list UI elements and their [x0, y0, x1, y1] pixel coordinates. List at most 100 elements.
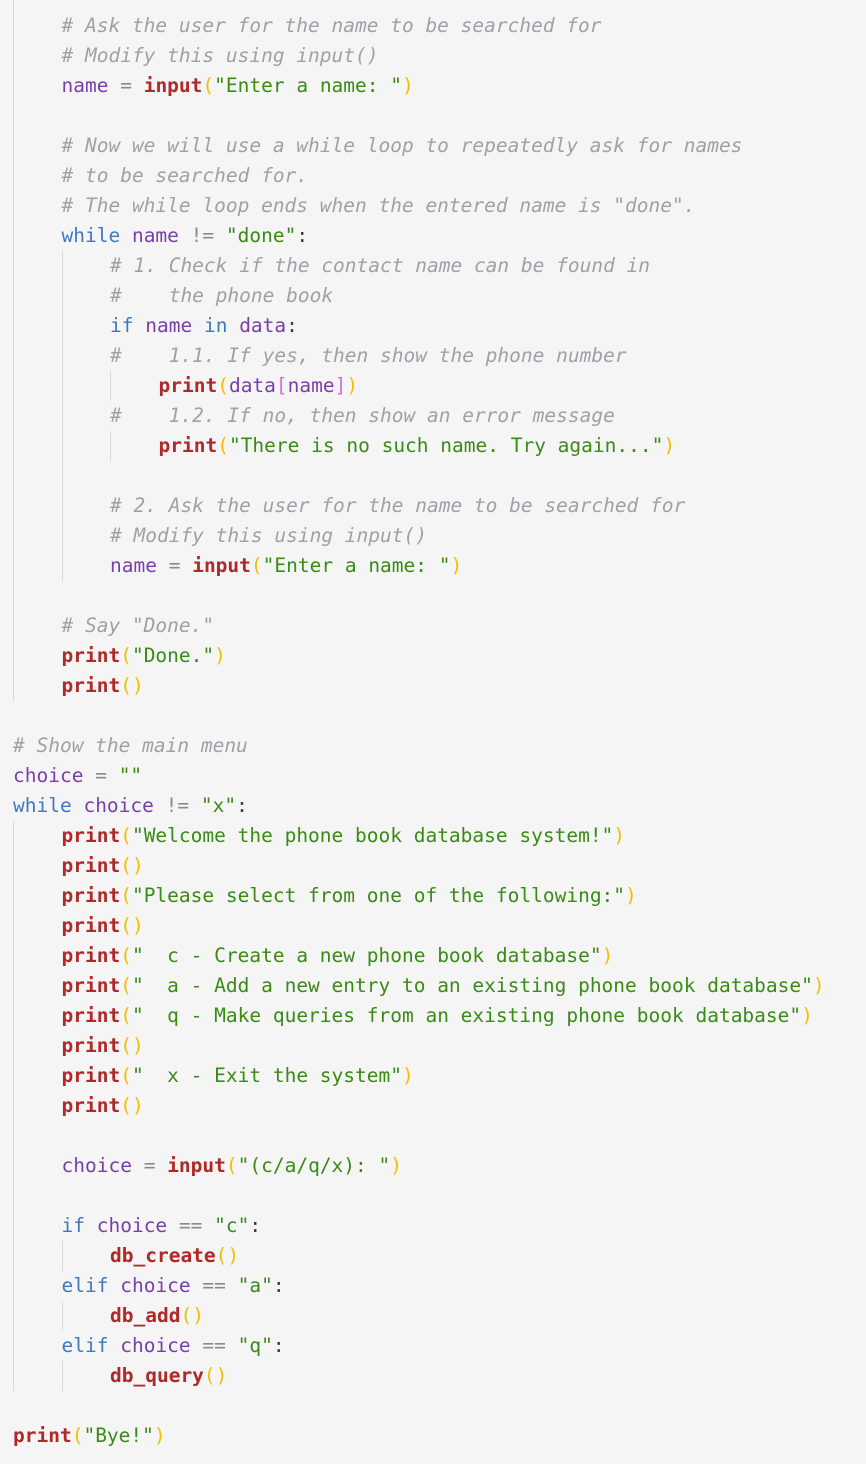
- token-operator: ==: [190, 1274, 238, 1297]
- token-string-literal: "c": [214, 1214, 250, 1237]
- token-paren: (): [120, 1094, 144, 1117]
- code-line[interactable]: print(" a - Add a new entry to an existi…: [62, 971, 825, 1001]
- code-line[interactable]: print(): [62, 851, 144, 881]
- token-identifier: choice: [96, 1214, 168, 1237]
- token-identifier: choice: [61, 1154, 132, 1177]
- code-line[interactable]: if choice == "c":: [62, 1211, 262, 1241]
- token-comment: # Show the main menu: [13, 734, 248, 757]
- code-line[interactable]: # Ask the user for the name to be search…: [62, 11, 602, 41]
- code-line[interactable]: print(): [62, 1091, 144, 1121]
- token-paren: (): [120, 674, 144, 697]
- indent-guide: [61, 1301, 63, 1331]
- code-line[interactable]: # to be searched for.: [62, 161, 309, 191]
- token-comment: # The while loop ends when the entered n…: [61, 194, 696, 217]
- token-paren: (): [120, 914, 144, 937]
- indent-guide: [13, 821, 14, 1391]
- code-line[interactable]: # Say "Done.": [62, 611, 215, 641]
- code-line[interactable]: print(" q - Make queries from an existin…: [62, 1001, 813, 1031]
- token-keyword: if: [110, 314, 134, 337]
- token-string-literal: "Enter a name: ": [262, 554, 451, 577]
- token-paren: ): [401, 1064, 414, 1087]
- code-line[interactable]: while choice != "x":: [13, 791, 248, 821]
- code-line[interactable]: print(data[name]): [159, 371, 359, 401]
- code-line[interactable]: choice = "": [13, 761, 142, 791]
- token-keyword: elif: [61, 1334, 109, 1357]
- code-line[interactable]: # the phone book: [110, 281, 333, 311]
- token-punctuation: :: [272, 1334, 285, 1357]
- token-function-name: db_query: [110, 1364, 204, 1387]
- token-paren: (: [217, 434, 229, 457]
- token-comment: # Ask the user for the name to be search…: [61, 14, 602, 37]
- code-line[interactable]: if name in data:: [110, 311, 298, 341]
- token-paren: (: [120, 944, 132, 967]
- token-string-literal: "done": [225, 224, 297, 247]
- code-line[interactable]: # Modify this using input(): [62, 41, 379, 71]
- token-function-name: input: [167, 1154, 226, 1177]
- code-line[interactable]: print(): [62, 1031, 144, 1061]
- code-line[interactable]: print(): [62, 911, 144, 941]
- token-paren: (: [120, 1064, 132, 1087]
- code-line[interactable]: print(" c - Create a new phone book data…: [62, 941, 614, 971]
- token-paren: (: [225, 1154, 238, 1177]
- token-string-literal: " q - Make queries from an existing phon…: [131, 1004, 802, 1027]
- token-operator: ==: [190, 1334, 238, 1357]
- code-line[interactable]: db_add(): [110, 1301, 204, 1331]
- token-identifier: choice: [120, 1334, 191, 1357]
- token-keyword: in: [203, 314, 228, 337]
- code-line[interactable]: # Show the main menu: [13, 731, 248, 761]
- token-comment: # Now we will use a while loop to repeat…: [61, 134, 743, 157]
- token-paren: ): [153, 1424, 166, 1447]
- token-string-literal: " x - Exit the system": [131, 1064, 402, 1087]
- token-comment: # Modify this using input(): [61, 44, 379, 67]
- code-line[interactable]: print(): [62, 671, 144, 701]
- token-comment: # 1.1. If yes, then show the phone numbe…: [110, 344, 627, 367]
- token-function-name: input: [192, 554, 251, 577]
- token-punctuation: :: [272, 1274, 285, 1297]
- code-line[interactable]: name = input("Enter a name: "): [110, 551, 462, 581]
- token-identifier: name: [287, 374, 335, 397]
- token-function-name: print: [61, 914, 121, 937]
- code-line[interactable]: print(" x - Exit the system"): [62, 1061, 414, 1091]
- token-string-literal: "Bye!": [83, 1424, 154, 1447]
- token-identifier: name: [61, 74, 109, 97]
- token-comment: # 1. Check if the contact name can be fo…: [110, 254, 651, 277]
- code-line[interactable]: # 2. Ask the user for the name to be sea…: [110, 491, 685, 521]
- token-identifier: choice: [83, 794, 154, 817]
- code-line[interactable]: print("Bye!"): [13, 1421, 166, 1451]
- code-line[interactable]: db_create(): [110, 1241, 239, 1271]
- code-line[interactable]: print("Please select from one of the fol…: [62, 881, 637, 911]
- token-paren: ): [450, 554, 463, 577]
- code-line[interactable]: # The while loop ends when the entered n…: [62, 191, 696, 221]
- code-line[interactable]: name = input("Enter a name: "): [62, 71, 414, 101]
- token-function-name: print: [61, 1094, 121, 1117]
- code-line[interactable]: # Modify this using input(): [110, 521, 427, 551]
- code-line[interactable]: elif choice == "a":: [62, 1271, 285, 1301]
- token-paren: (: [71, 1424, 84, 1447]
- code-line[interactable]: # 1.2. If no, then show an error message: [110, 401, 615, 431]
- token-function-name: input: [143, 74, 203, 97]
- token-function-name: print: [61, 974, 121, 997]
- code-line[interactable]: print("Welcome the phone book database s…: [62, 821, 626, 851]
- token-punctuation: [72, 794, 84, 817]
- token-operator: =: [83, 764, 119, 787]
- token-punctuation: [108, 1274, 120, 1297]
- code-line[interactable]: print("Done."): [62, 641, 226, 671]
- token-string-literal: "x": [200, 794, 237, 817]
- code-line[interactable]: elif choice == "q":: [62, 1331, 285, 1361]
- code-line[interactable]: print("There is no such name. Try again.…: [159, 431, 676, 461]
- code-line[interactable]: db_query(): [110, 1361, 227, 1391]
- code-line[interactable]: while name != "done":: [62, 221, 309, 251]
- token-paren: ): [625, 884, 637, 907]
- code-line[interactable]: # 1.1. If yes, then show the phone numbe…: [110, 341, 627, 371]
- token-paren: ): [613, 824, 626, 847]
- token-punctuation: [120, 224, 132, 247]
- code-line[interactable]: # 1. Check if the contact name can be fo…: [110, 251, 650, 281]
- token-comment: # Modify this using input(): [110, 524, 427, 547]
- code-line[interactable]: # Now we will use a while loop to repeat…: [62, 131, 743, 161]
- token-string-literal: " a - Add a new entry to an existing pho…: [131, 974, 813, 997]
- code-line[interactable]: choice = input("(c/a/q/x): "): [62, 1151, 403, 1181]
- token-string-literal: "Enter a name: ": [214, 74, 402, 97]
- token-operator: =: [131, 1154, 168, 1177]
- token-function-name: db_add: [110, 1304, 181, 1327]
